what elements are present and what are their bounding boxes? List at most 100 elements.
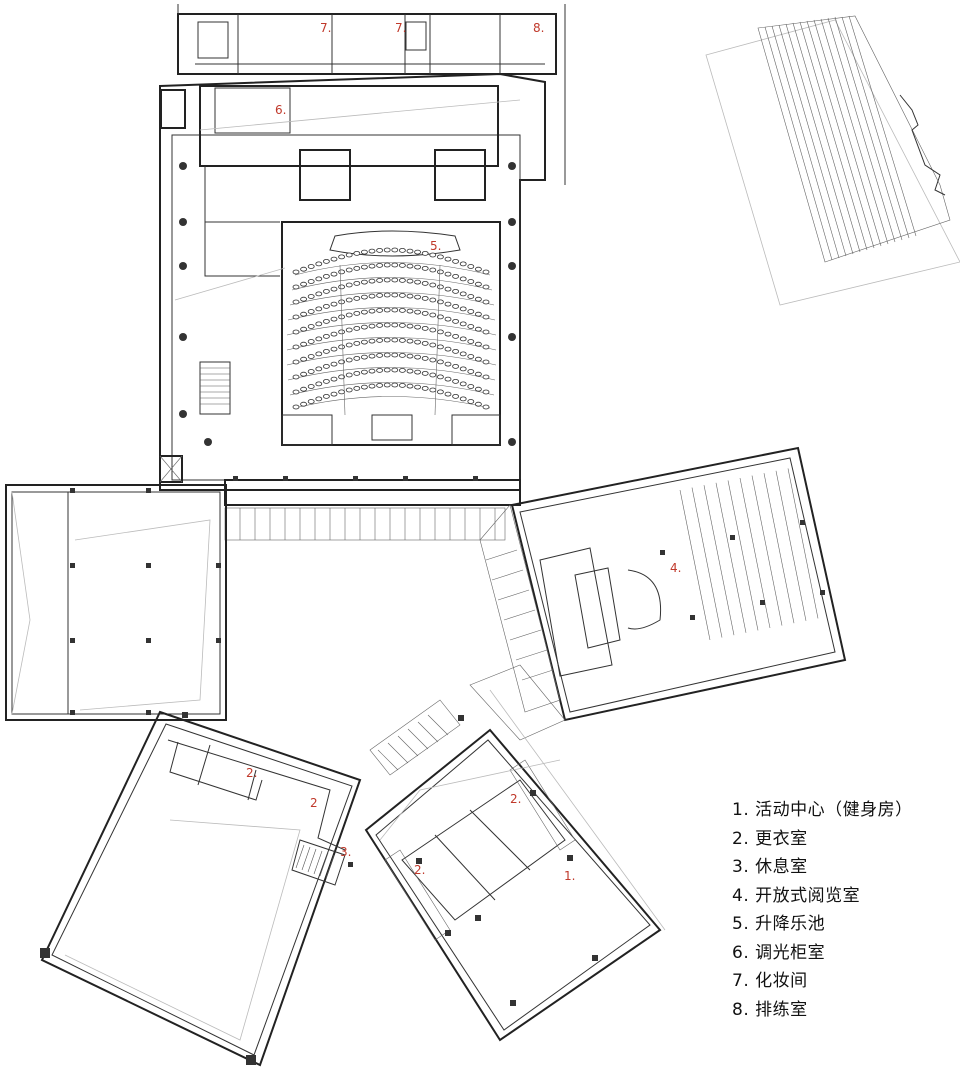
seat xyxy=(360,294,368,300)
seat xyxy=(322,258,330,264)
seat xyxy=(376,352,384,358)
seat xyxy=(444,316,452,322)
seat xyxy=(414,369,422,375)
seat xyxy=(452,393,460,399)
seat xyxy=(330,301,338,307)
seat xyxy=(292,404,300,410)
seat xyxy=(459,291,467,297)
seat xyxy=(436,359,444,365)
seat xyxy=(444,391,452,397)
reading-shelf xyxy=(751,475,783,626)
seat xyxy=(376,307,384,313)
seat xyxy=(315,366,323,372)
legend-item-locker-room: 2. 更衣室 xyxy=(732,828,808,849)
seat xyxy=(322,378,330,384)
seat xyxy=(345,282,353,288)
seat xyxy=(406,248,414,254)
seat xyxy=(315,276,323,282)
seat xyxy=(383,307,391,313)
seat xyxy=(383,247,391,253)
seat xyxy=(376,367,384,373)
seat xyxy=(482,269,490,275)
seat xyxy=(376,322,384,328)
seat xyxy=(383,277,391,283)
seat xyxy=(315,321,323,327)
seat xyxy=(467,369,475,374)
reading-room xyxy=(469,446,847,741)
seat xyxy=(345,252,353,258)
seat xyxy=(421,295,429,301)
seat xyxy=(383,337,391,343)
seat xyxy=(307,279,315,284)
seat xyxy=(398,277,406,283)
seat xyxy=(406,338,414,344)
seat xyxy=(429,342,437,348)
seat xyxy=(353,280,361,286)
seat xyxy=(360,339,368,345)
seat xyxy=(414,264,422,270)
seat xyxy=(368,263,376,269)
seat xyxy=(307,324,315,329)
seat xyxy=(444,271,452,277)
auditorium-seating xyxy=(286,247,497,416)
seat xyxy=(452,303,460,309)
seat xyxy=(436,329,444,335)
seat xyxy=(391,322,399,328)
seat xyxy=(429,282,437,288)
seat xyxy=(429,312,437,318)
seat xyxy=(353,370,361,376)
seat xyxy=(429,387,437,393)
seat xyxy=(300,386,308,392)
seat xyxy=(459,336,467,342)
room-number-5: 5. xyxy=(430,239,441,253)
seat xyxy=(444,256,452,262)
seat xyxy=(459,396,467,402)
seat xyxy=(353,295,361,301)
southeast-block xyxy=(364,689,666,1042)
seat xyxy=(459,276,467,282)
seat xyxy=(345,327,353,333)
reading-shelf xyxy=(691,487,723,638)
seat xyxy=(391,307,399,313)
seat xyxy=(398,262,406,268)
seat xyxy=(444,361,452,367)
seat xyxy=(391,352,399,358)
seat xyxy=(292,359,300,365)
seat xyxy=(360,264,368,270)
seat xyxy=(292,284,300,290)
seat xyxy=(398,247,406,253)
seat xyxy=(345,297,353,303)
seat xyxy=(345,312,353,318)
seat xyxy=(444,301,452,307)
seat xyxy=(345,387,353,393)
seat xyxy=(330,391,338,397)
seat xyxy=(322,273,330,279)
seat xyxy=(315,396,323,402)
seat xyxy=(429,252,437,258)
legend-item-rehearsal-room: 8. 排练室 xyxy=(732,999,808,1020)
seat xyxy=(300,371,308,377)
seat xyxy=(338,284,346,290)
room-legend: 1. 活动中心（健身房） 2. 更衣室 3. 休息室 4. 开放式阅览室 5. … xyxy=(732,796,913,1024)
seat xyxy=(452,258,460,264)
seat xyxy=(368,323,376,329)
seat xyxy=(307,384,315,389)
seat xyxy=(406,293,414,299)
reading-shelf xyxy=(763,473,795,624)
seat xyxy=(474,311,482,317)
seat xyxy=(315,381,323,387)
seat xyxy=(429,357,437,363)
seat xyxy=(300,401,308,407)
reading-shelf xyxy=(787,468,819,619)
seat xyxy=(368,293,376,299)
seat xyxy=(338,374,346,380)
seat xyxy=(322,393,330,399)
seat xyxy=(444,331,452,337)
seat xyxy=(360,324,368,330)
seat xyxy=(330,286,338,292)
seat xyxy=(436,299,444,305)
seat xyxy=(360,354,368,360)
seat xyxy=(300,281,308,287)
seat xyxy=(444,376,452,382)
seat xyxy=(330,376,338,382)
